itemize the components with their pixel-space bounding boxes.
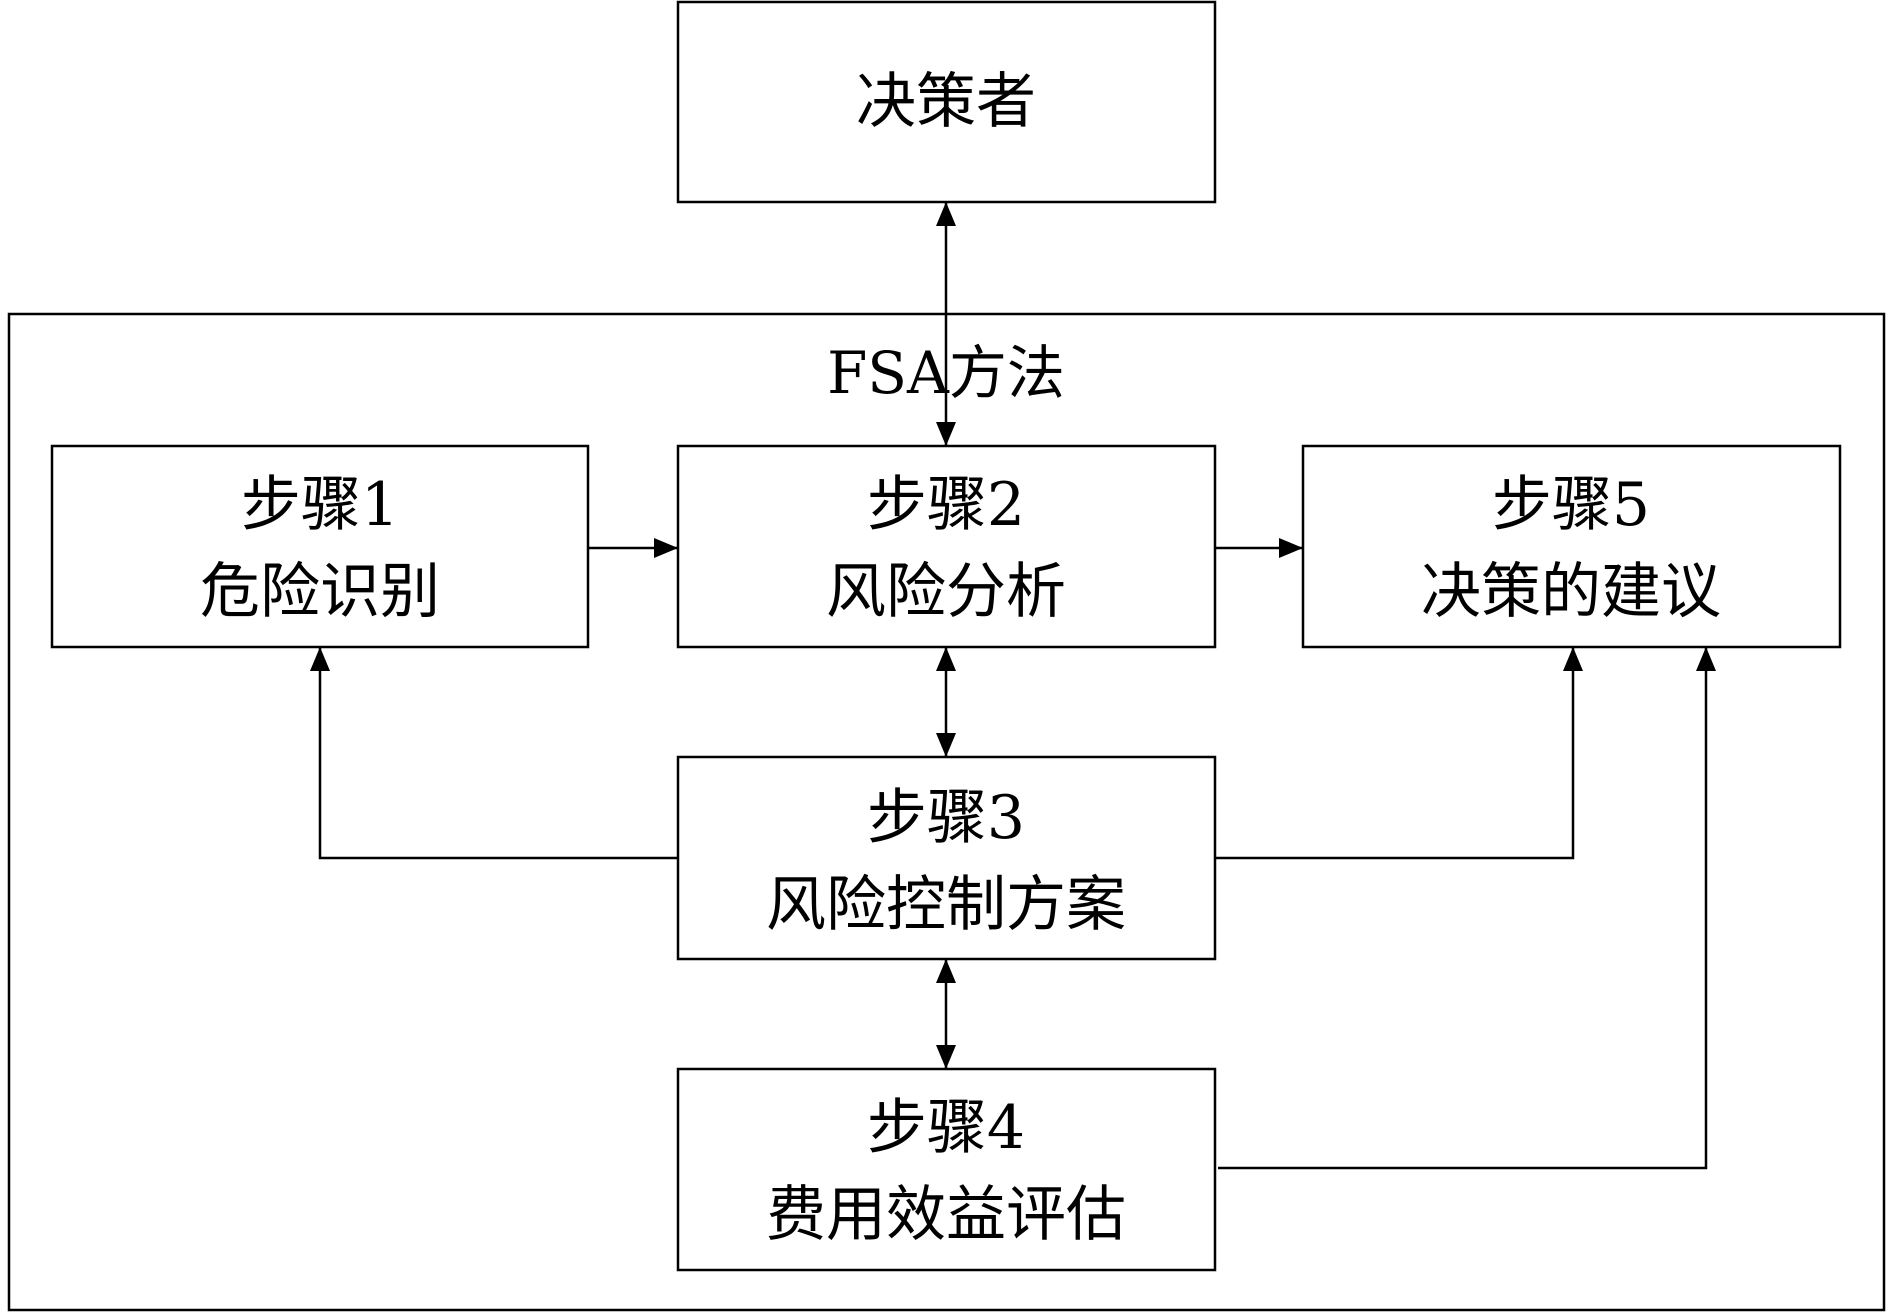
edge-step3-step5	[1215, 647, 1583, 860]
node-step1-title: 危险识别	[200, 557, 440, 627]
node-step3-number: 步骤3	[867, 783, 1025, 853]
node-step4-title: 费用效益评估	[766, 1180, 1126, 1250]
node-step5-title: 决策的建议	[1421, 557, 1721, 627]
node-step5: 步骤5 决策的建议	[1301, 444, 1842, 649]
node-step1-number: 步骤1	[241, 470, 399, 540]
node-decision-maker-label: 决策者	[856, 67, 1036, 137]
node-step3-title: 风险控制方案	[766, 870, 1126, 940]
edge-step3-step1	[310, 647, 678, 860]
node-step2-title: 风险分析	[826, 557, 1066, 627]
node-step2: 步骤2 风险分析	[676, 444, 1217, 649]
node-step3: 步骤3 风险控制方案	[676, 755, 1217, 961]
node-decision-maker: 决策者	[676, 0, 1217, 204]
node-step5-number: 步骤5	[1492, 470, 1650, 540]
node-step4-number: 步骤4	[867, 1093, 1025, 1163]
edges	[310, 202, 1716, 1170]
node-step4: 步骤4 费用效益评估	[676, 1067, 1217, 1272]
node-step2-number: 步骤2	[867, 470, 1025, 540]
node-step1: 步骤1 危险识别	[50, 444, 590, 649]
edge-step4-step5	[1218, 647, 1716, 1170]
